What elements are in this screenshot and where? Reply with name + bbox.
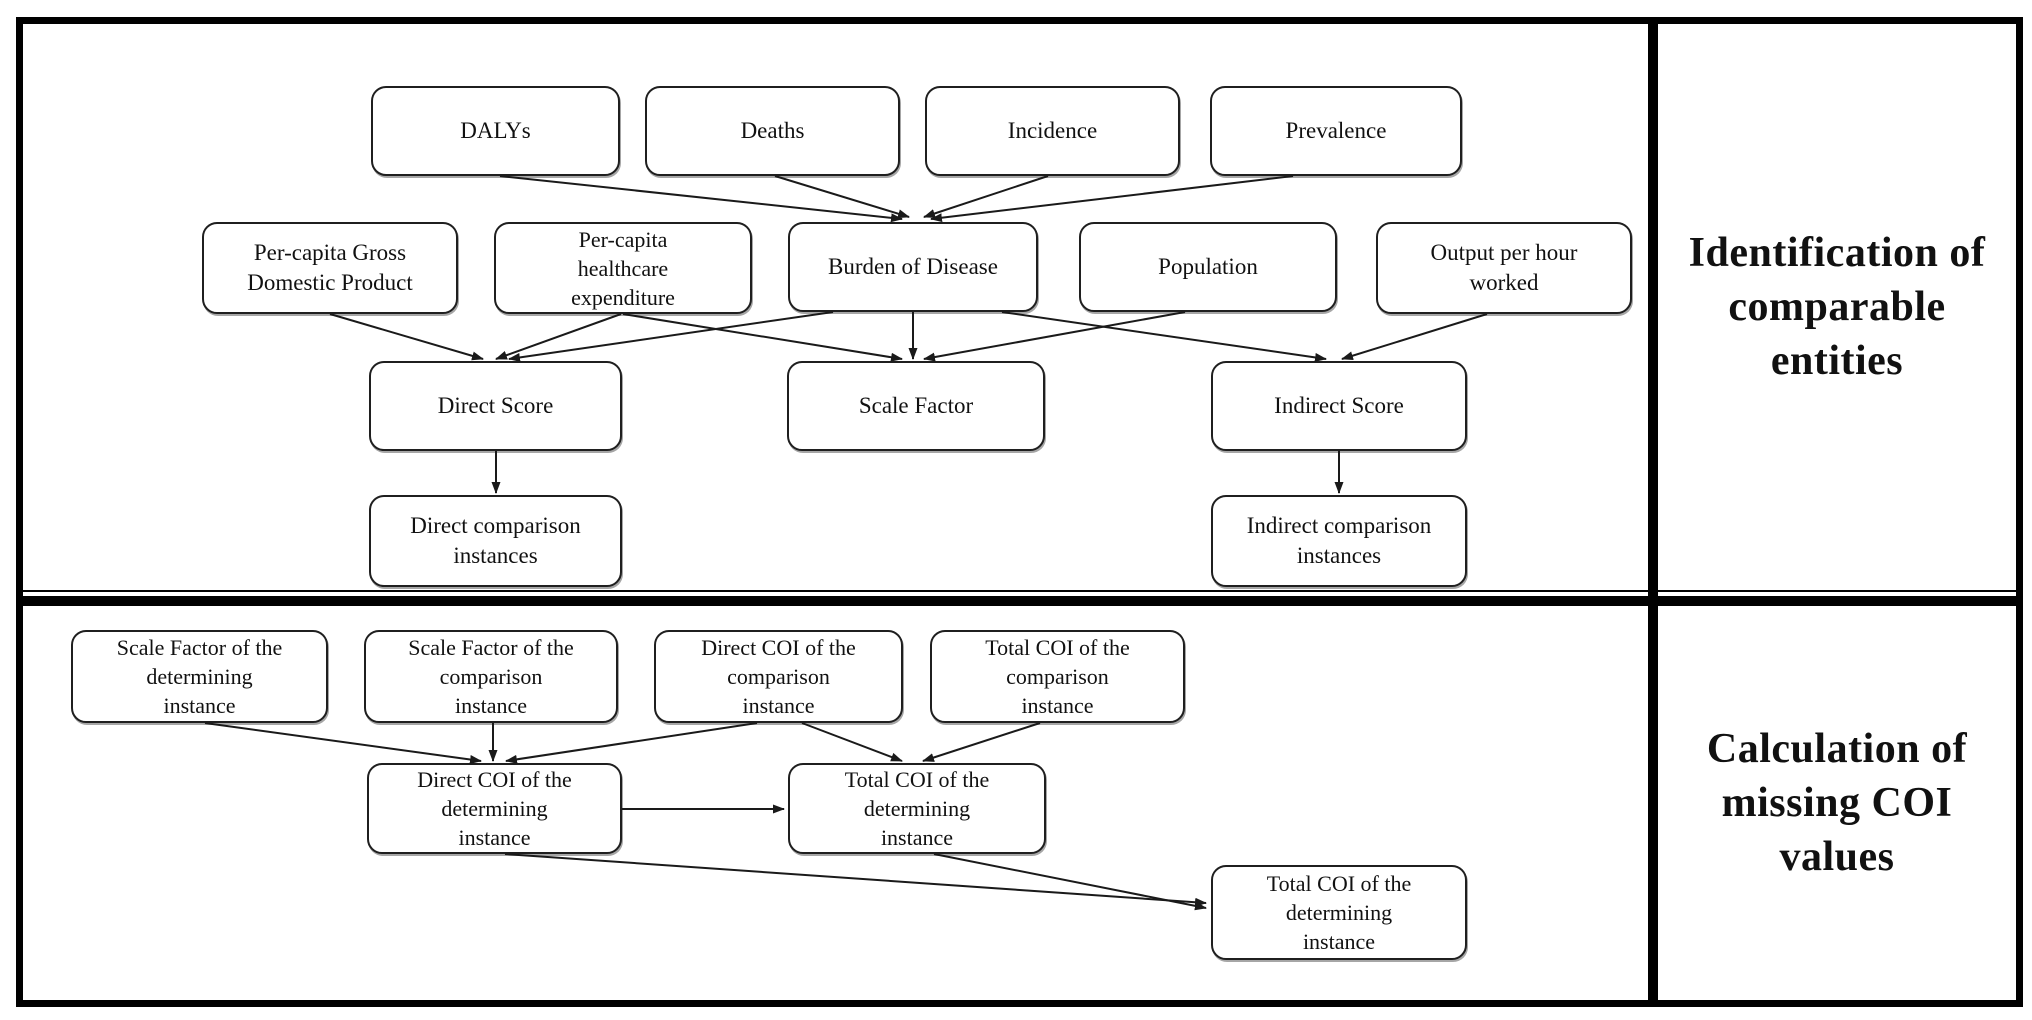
node-scale-factor-determining: Scale Factor of the determining instance: [71, 630, 328, 723]
section-cell-calculation: Calculation of missing COI values: [1658, 606, 2016, 1000]
node-prevalence: Prevalence: [1210, 86, 1462, 176]
panel-divider-horizontal-thin: [23, 590, 2016, 592]
node-per-capita-healthcare-expenditure: Per-capita healthcare expenditure: [494, 222, 752, 314]
node-per-capita-gdp: Per-capita Gross Domestic Product: [202, 222, 458, 314]
section-label-calculation: Calculation of missing COI values: [1706, 726, 1968, 880]
node-deaths: Deaths: [645, 86, 900, 176]
node-direct-comparison-instances: Direct comparison instances: [369, 495, 622, 587]
node-total-coi-determining-final: Total COI of the determining instance: [1211, 865, 1467, 960]
node-total-coi-comparison: Total COI of the comparison instance: [930, 630, 1185, 723]
node-indirect-score: Indirect Score: [1211, 361, 1467, 451]
node-scale-factor-comparison: Scale Factor of the comparison instance: [364, 630, 618, 723]
node-scale-factor: Scale Factor: [787, 361, 1045, 451]
node-population: Population: [1079, 222, 1337, 312]
node-indirect-comparison-instances: Indirect comparison instances: [1211, 495, 1467, 587]
node-direct-coi-comparison: Direct COI of the comparison instance: [654, 630, 903, 723]
node-dalys: DALYs: [371, 86, 620, 176]
node-incidence: Incidence: [925, 86, 1180, 176]
node-direct-score: Direct Score: [369, 361, 622, 451]
panel-divider-horizontal: [23, 596, 2016, 606]
section-cell-identification: Identification of comparable entities: [1658, 24, 2016, 590]
node-direct-coi-determining: Direct COI of the determining instance: [367, 763, 622, 854]
node-burden-of-disease: Burden of Disease: [788, 222, 1038, 312]
node-total-coi-determining-mid: Total COI of the determining instance: [788, 763, 1046, 854]
panel-divider-vertical: [1648, 24, 1658, 1000]
node-output-per-hour: Output per hour worked: [1376, 222, 1632, 314]
section-label-identification: Identification of comparable entities: [1688, 230, 1986, 384]
